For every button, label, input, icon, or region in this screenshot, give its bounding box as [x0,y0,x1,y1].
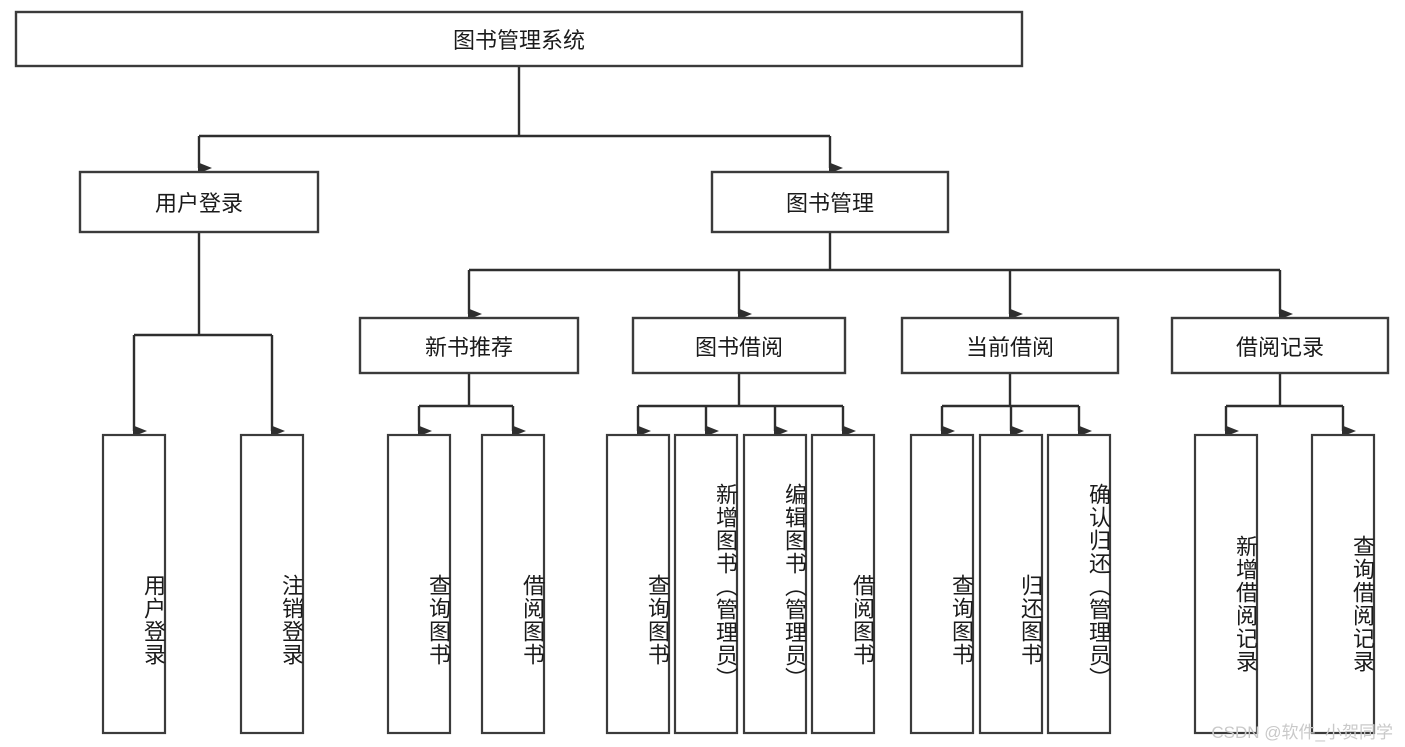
node-box-leaf-add-book-admin[interactable] [673,433,739,735]
node-boxes [14,10,1390,735]
node-box-book-borrow[interactable] [631,316,847,375]
node-box-leaf-confirm-return-admin[interactable] [1046,433,1112,735]
node-box-new-book-recommend[interactable] [358,316,580,375]
node-box-leaf-logout-login[interactable] [239,433,305,735]
node-box-leaf-query-book-2[interactable] [605,433,671,735]
node-box-leaf-borrow-book-1[interactable] [480,433,546,735]
connectors [132,66,1356,437]
node-box-leaf-return-book[interactable] [978,433,1044,735]
node-box-current-borrow[interactable] [900,316,1120,375]
node-box-leaf-borrow-book-2[interactable] [810,433,876,735]
node-box-leaf-query-borrow-record[interactable] [1310,433,1376,735]
node-box-leaf-user-login[interactable] [101,433,167,735]
node-box-leaf-add-borrow-record[interactable] [1193,433,1259,735]
node-box-book-manage[interactable] [710,170,950,234]
node-box-leaf-query-book-1[interactable] [386,433,452,735]
node-box-user-login[interactable] [78,170,320,234]
node-box-leaf-query-book-3[interactable] [909,433,975,735]
node-box-leaf-edit-book-admin[interactable] [742,433,808,735]
node-box-borrow-record[interactable] [1170,316,1390,375]
node-box-root[interactable] [14,10,1024,68]
